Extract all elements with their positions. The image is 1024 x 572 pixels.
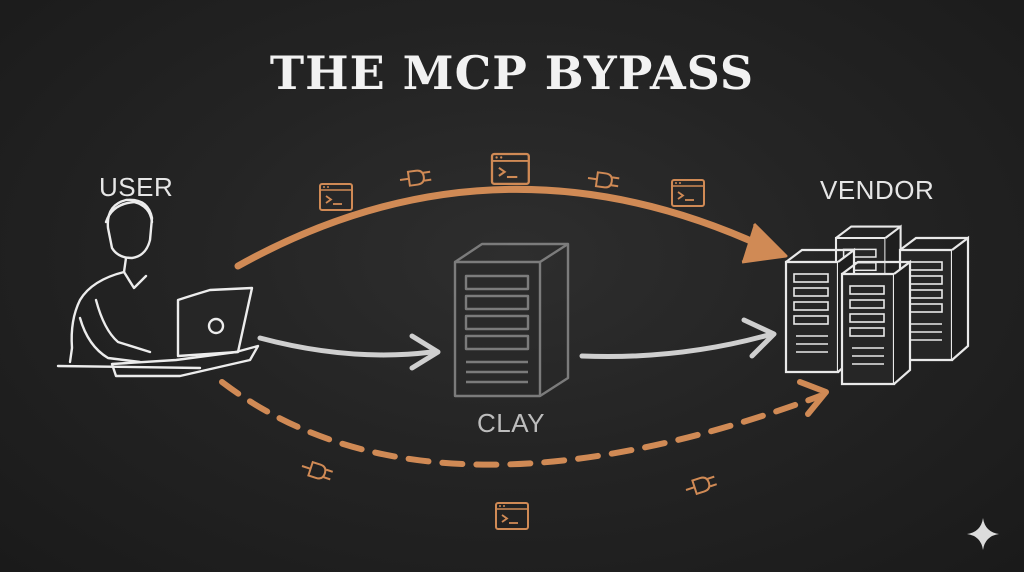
terminal-icon (495, 502, 529, 530)
sparkle-icon (967, 518, 999, 550)
bypass-arrow-bottom (219, 379, 829, 468)
vendor-label: VENDOR (820, 175, 935, 205)
plug-icon (682, 472, 719, 498)
terminal-icon (319, 183, 353, 211)
plug-icon (586, 170, 621, 191)
clay-to-vendor-arrow (579, 317, 777, 360)
clay-label: CLAY (477, 408, 545, 438)
bypass-arrow-top (234, 185, 788, 270)
terminal-icon (671, 179, 705, 207)
server-cluster-icon (784, 225, 970, 386)
diagram-title: THE MCP BYPASS (269, 46, 755, 100)
plug-icon (398, 167, 433, 188)
user-to-clay-arrow (257, 333, 441, 371)
user-icon (56, 198, 260, 378)
user-label: USER (99, 172, 174, 202)
terminal-icon (490, 152, 530, 186)
plug-icon (298, 458, 335, 484)
server-tower-icon (453, 242, 570, 398)
